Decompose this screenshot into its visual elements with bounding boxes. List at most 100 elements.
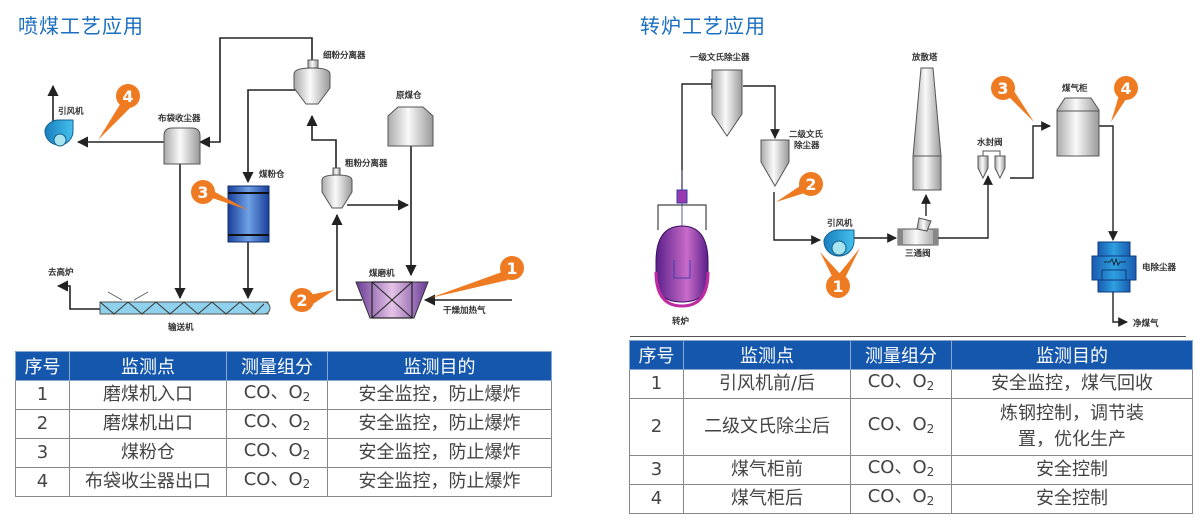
label-flare-stack: 放散塔 [911,52,938,63]
three-way-valve-icon [897,217,939,246]
cell-point: 磨煤机入口 [69,380,227,410]
table-row: 1 磨煤机入口 CO、O2 安全监控，防止爆炸 [15,380,552,410]
coal-mill-icon [355,281,429,319]
cell-no: 3 [629,455,684,485]
pipelines [47,37,512,310]
label-to-furnace: 去高炉 [48,267,74,278]
coal-injection-title: 喷煤工艺应用 [18,14,144,38]
converter-diagram: 一级文氏除尘器 二级文氏 除尘器 转炉 引风机 放散塔 [654,52,1177,329]
cell-point: 煤粉仓 [69,438,227,468]
svg-text:3: 3 [997,79,1008,98]
label-fine-separator: 细粉分离器 [323,50,366,61]
gas-holder-icon [1056,97,1100,157]
raw-coal-bin-icon [387,106,434,147]
cell-no: 1 [629,369,684,399]
table-row: 4 布袋收尘器出口 CO、O2 安全监控，防止爆炸 [15,467,552,497]
cell-purpose: 安全监控，防止爆炸 [327,409,552,439]
fine-separator-icon [293,59,331,105]
monitoring-point-badge-3: 3 [991,76,1034,122]
cell-point: 煤气柜后 [683,484,851,514]
secondary-venturi-scrubber-icon [760,139,790,187]
screw-conveyor-icon [99,291,271,315]
label-water-seal: 水封阀 [976,137,1003,148]
monitoring-point-badge-3: 3 [191,180,248,210]
table-row: 1 引风机前/后 CO、O2 安全监控，煤气回收 [629,369,1193,399]
cell-component: CO、O2 [850,484,952,514]
table-header-row: 序号 监测点 测量组分 监测目的 [629,340,1193,370]
monitoring-point-badge-2: 2 [776,172,823,202]
converter-panel: 转炉工艺应用 [620,0,1200,520]
table-row: 4 煤气柜后 CO、O2 安全控制 [629,484,1193,514]
cell-point: 引风机前/后 [683,369,851,399]
monitoring-point-badge-1: 1 [430,256,524,298]
coal-injection-panel: 喷煤工艺应用 [15,14,552,497]
cell-point: 磨煤机出口 [69,409,227,439]
water-seal-valve-icon [977,150,1006,180]
svg-text:4: 4 [1120,79,1131,98]
monitoring-point-badge-1: 1 [820,248,860,298]
cell-component: CO、O2 [226,438,328,468]
bag-filter-icon [163,127,201,165]
cell-purpose: 炼钢控制，调节装置，优化生产 [951,398,1193,456]
cell-component: CO、O2 [226,467,328,497]
coal-injection-monitoring-table: 序号 监测点 测量组分 监测目的 1 磨煤机入口 CO、O2 安全监控，防止爆炸… [15,351,552,497]
label-bag-filter: 布袋收尘器 [157,113,201,124]
svg-text:3: 3 [197,183,208,202]
induced-draft-fan-icon [44,119,74,147]
header-no: 序号 [629,340,684,370]
monitoring-point-badge-2: 2 [290,288,334,312]
label-venturi1: 一级文氏除尘器 [690,52,750,63]
monitoring-point-badge-4: 4 [1111,76,1138,122]
converter-furnace-icon [654,170,710,308]
header-component: 测量组分 [226,351,328,381]
cell-point: 布袋收尘器出口 [69,467,227,497]
header-monitoring-point: 监测点 [69,351,227,381]
primary-venturi-scrubber-icon [711,69,743,137]
cell-purpose: 安全监控，煤气回收 [951,369,1193,399]
cell-purpose: 安全监控，防止爆炸 [327,438,552,468]
flare-stack-icon [912,67,942,191]
label-fan: 引风机 [58,106,84,117]
cell-no: 3 [15,438,70,468]
table-row: 2 磨煤机出口 CO、O2 安全监控，防止爆炸 [15,409,552,439]
pipelines [681,79,1128,327]
cell-no: 2 [629,398,684,456]
cell-component: CO、O2 [226,380,328,410]
svg-text:2: 2 [805,175,816,194]
converter-monitoring-table: 序号 监测点 测量组分 监测目的 1 引风机前/后 CO、O2 安全监控，煤气回… [629,340,1193,514]
label-converter: 转炉 [672,316,690,327]
converter-title: 转炉工艺应用 [640,14,766,38]
table-row: 3 煤粉仓 CO、O2 安全监控，防止爆炸 [15,438,552,468]
cell-no: 4 [629,484,684,514]
table-header-row: 序号 监测点 测量组分 监测目的 [15,351,552,381]
cell-no: 1 [15,380,70,410]
label-gas-holder: 煤气柜 [1062,83,1088,94]
label-venturi2-line1: 二级文氏 [789,129,824,140]
cell-purpose: 安全控制 [951,455,1193,485]
header-monitoring-point: 监测点 [683,340,851,370]
cell-component: CO、O2 [850,369,952,399]
induced-draft-fan-icon [823,229,855,257]
cell-component: CO、O2 [850,455,952,485]
cell-purpose: 安全监控，防止爆炸 [327,467,552,497]
coal-injection-diagram: 引风机 布袋收尘器 细粉分离器 原煤仓 粗粉分离器 煤粉仓 [44,37,524,333]
electrostatic-precipitator-icon [1091,241,1137,293]
label-clean-gas: 净煤气 [1133,318,1159,329]
label-raw-coal-bin: 原煤仓 [396,90,422,101]
cell-no: 4 [15,467,70,497]
header-purpose: 监测目的 [327,351,552,381]
table-row: 2 二级文氏除尘后 CO、O2 炼钢控制，调节装置，优化生产 [629,398,1193,456]
svg-text:4: 4 [122,87,133,106]
cell-purpose: 安全控制 [951,484,1193,514]
svg-text:1: 1 [506,259,517,278]
label-three-way-valve: 三通阀 [905,248,931,259]
label-drying-gas: 干燥加热气 [443,305,486,316]
cell-no: 2 [15,409,70,439]
monitoring-point-badge-4: 4 [98,84,140,140]
svg-text:2: 2 [296,291,307,310]
table-row: 3 煤气柜前 CO、O2 安全控制 [629,455,1193,485]
label-venturi2-line2: 除尘器 [794,140,820,151]
header-component: 测量组分 [850,340,952,370]
cell-point: 煤气柜前 [683,455,851,485]
cell-purpose: 安全监控，防止爆炸 [327,380,552,410]
